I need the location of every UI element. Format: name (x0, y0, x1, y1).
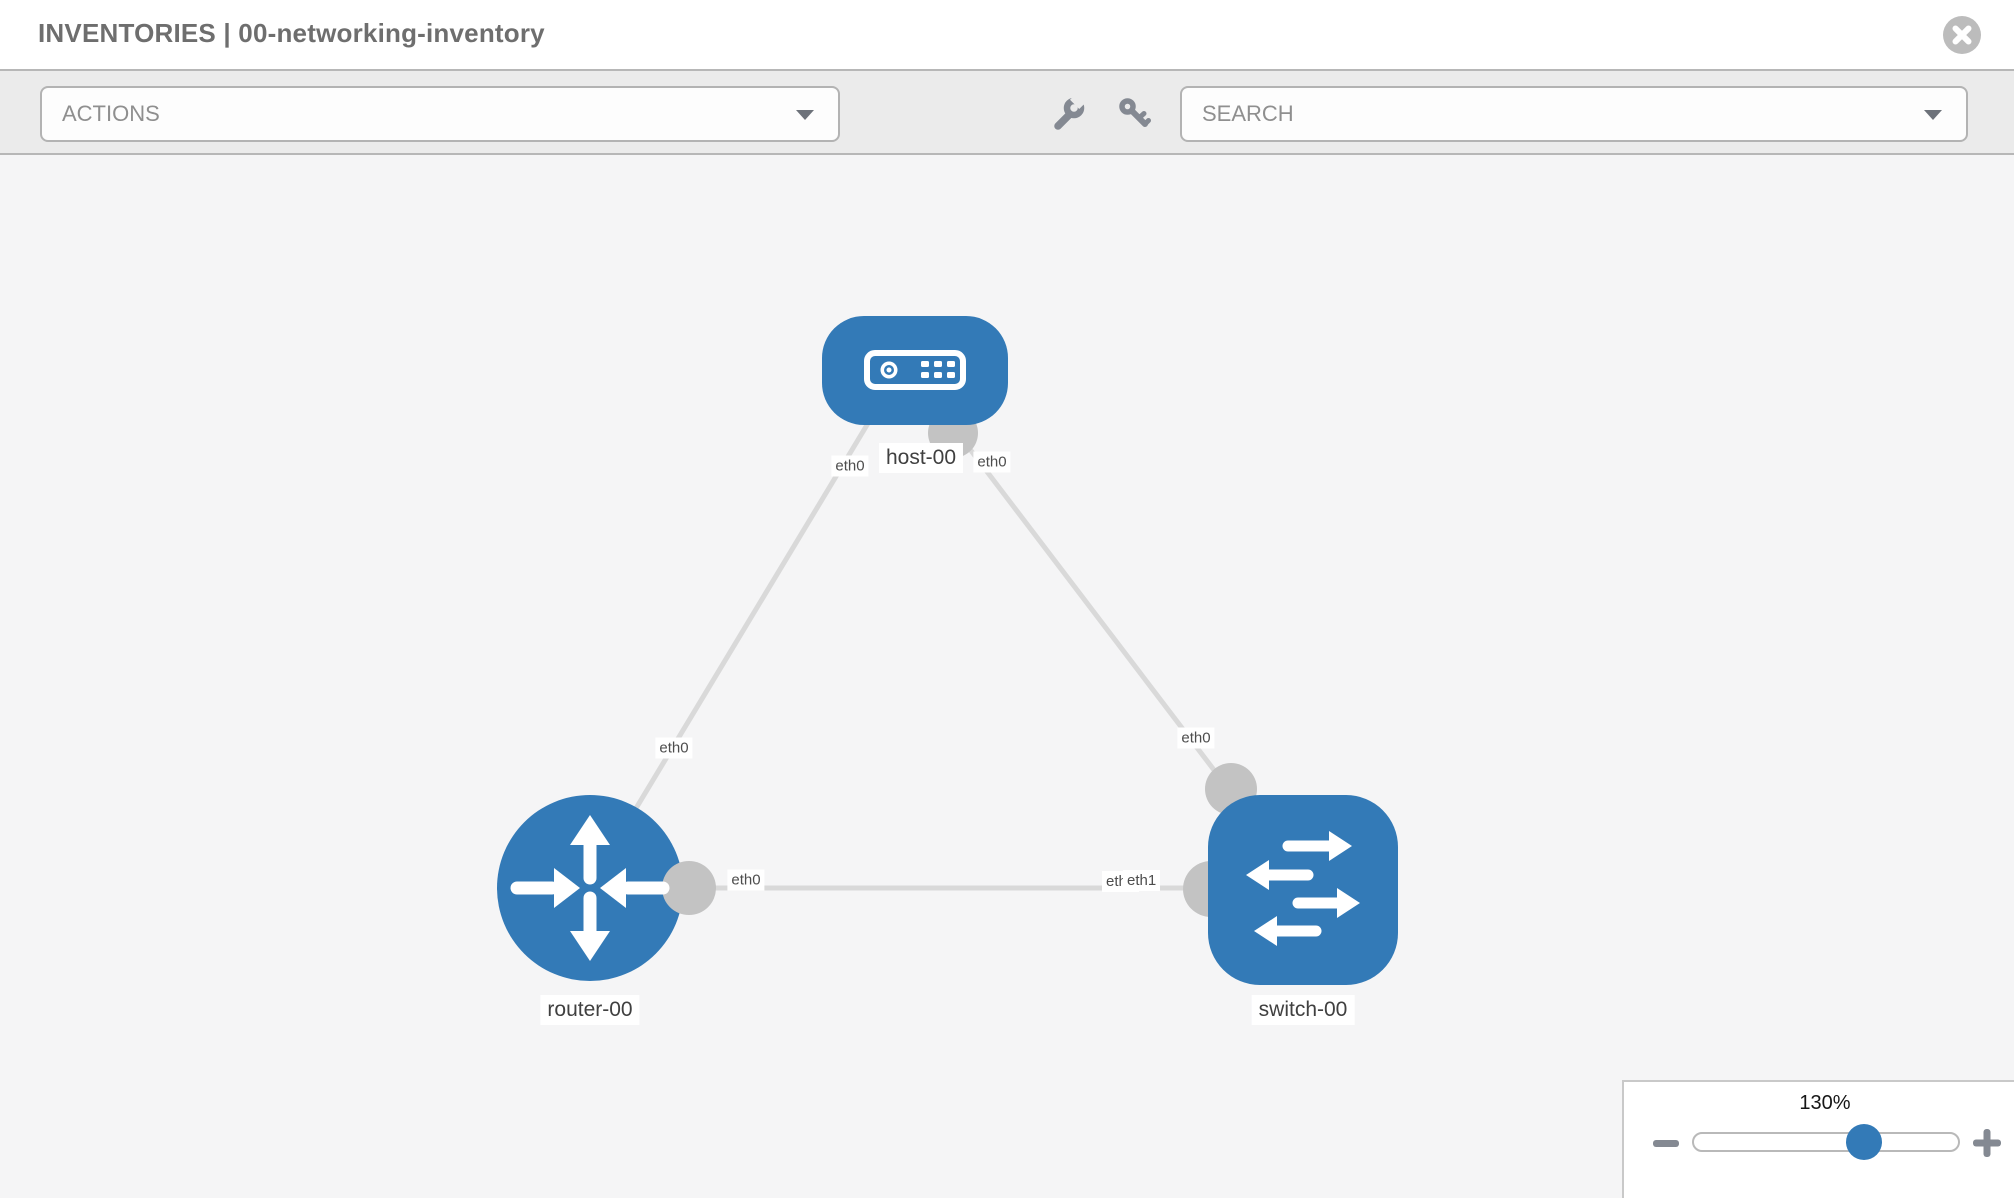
node-label-switch: switch-00 (1251, 995, 1355, 1025)
actions-dropdown[interactable]: ACTIONS (40, 86, 840, 142)
minus-icon (1653, 1139, 1679, 1147)
interface-label: eth1 (1123, 870, 1161, 891)
chevron-down-icon (796, 110, 814, 120)
credentials-button[interactable] (1116, 95, 1154, 133)
node-host-00[interactable] (822, 316, 1008, 425)
chevron-down-icon (1924, 110, 1942, 120)
interface-label: eth0 (831, 455, 869, 477)
node-router-00[interactable] (497, 795, 716, 981)
zoom-slider-track[interactable] (1692, 1132, 1960, 1152)
header: INVENTORIES | 00-networking-inventory (0, 0, 2014, 71)
configure-button[interactable] (1049, 92, 1087, 133)
search-dropdown[interactable]: SEARCH (1180, 86, 1968, 142)
key-icon (1119, 98, 1151, 127)
topology-canvas[interactable]: eth0 eth0 eth0 eth0 eth0 eth0 eth1 host-… (0, 155, 2014, 1198)
toolbar: ACTIONS SEARCH (0, 71, 2014, 155)
page-title: INVENTORIES | 00-networking-inventory (38, 18, 545, 48)
node-label-router: router-00 (540, 995, 640, 1025)
topology-svg (497, 316, 1398, 985)
zoom-out-button[interactable] (1652, 1129, 1680, 1157)
interface-label: eth0 (973, 451, 1011, 473)
switch-icon (1246, 831, 1360, 946)
times-circle-icon (1943, 16, 1981, 54)
interface-label: eth0 (655, 737, 693, 759)
zoom-level-label: 130% (1799, 1092, 1851, 1114)
wrench-icon (1054, 92, 1087, 130)
node-label-host: host-00 (878, 443, 964, 473)
interface-label: eth0 (1177, 727, 1215, 749)
actions-dropdown-label: ACTIONS (62, 101, 160, 126)
host-icon (864, 350, 966, 390)
close-button[interactable] (1943, 16, 1981, 54)
search-placeholder: SEARCH (1202, 101, 1294, 126)
zoom-slider-handle[interactable] (1846, 1124, 1882, 1160)
interface-label: eth0 (727, 869, 765, 891)
router-icon (510, 815, 670, 961)
port-router-eth0[interactable] (662, 861, 716, 915)
zoom-in-button[interactable] (1973, 1129, 2001, 1157)
node-switch-00[interactable] (1208, 795, 1398, 985)
plus-icon (1973, 1129, 2001, 1157)
zoom-panel: 130% (1622, 1080, 2014, 1198)
